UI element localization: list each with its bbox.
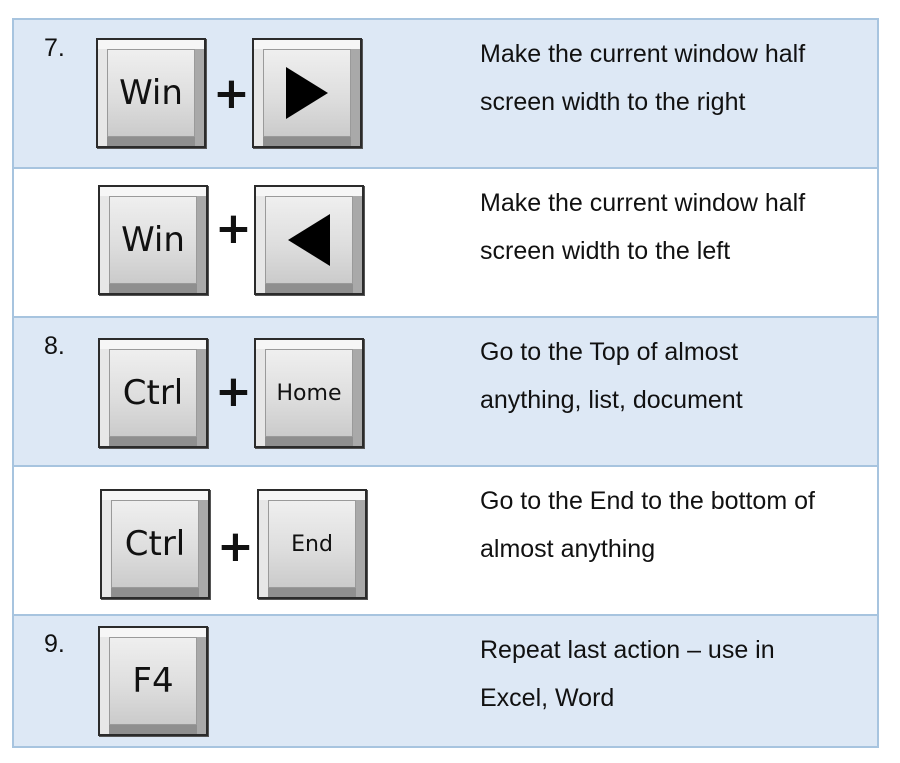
- shortcut-row-ctrl-end: Ctrl + End Go to the End to the bottom o…: [14, 467, 877, 616]
- description-line: Go to the End to the bottom of: [480, 487, 815, 515]
- key-label: Ctrl: [111, 500, 199, 588]
- right-arrow-icon: [286, 67, 328, 119]
- key-label: Win: [109, 196, 197, 284]
- shortcut-description: Make the current window half screen widt…: [480, 179, 870, 275]
- item-number: 9.: [44, 630, 65, 658]
- end-key: End: [257, 489, 367, 599]
- key-label: Ctrl: [109, 349, 197, 437]
- shortcut-description: Go to the Top of almost anything, list, …: [480, 328, 870, 424]
- item-number: 8.: [44, 332, 65, 360]
- description-line: screen width to the right: [480, 88, 746, 116]
- description-line: almost anything: [480, 535, 656, 563]
- left-arrow-icon: [288, 214, 330, 266]
- shortcut-description: Make the current window half screen widt…: [480, 30, 870, 126]
- key-label: End: [268, 500, 356, 588]
- description-line: anything, list, document: [480, 386, 743, 414]
- item-number: 7.: [44, 34, 65, 62]
- shortcut-row-win-left: Win + Make the current window half scree…: [14, 169, 877, 318]
- shortcut-table: 7. Win + Make the current window half sc…: [12, 18, 879, 748]
- key-label: F4: [109, 637, 197, 725]
- ctrl-key: Ctrl: [98, 338, 208, 448]
- description-line: Excel, Word: [480, 684, 615, 712]
- shortcut-row-ctrl-home: 8. Ctrl + Home Go to the Top of almost a…: [14, 318, 877, 467]
- win-key: Win: [98, 185, 208, 295]
- shortcut-row-f4: 9. F4 Repeat last action – use in Excel,…: [14, 616, 877, 746]
- description-line: screen width to the left: [480, 237, 731, 265]
- plus-sign: +: [215, 203, 252, 254]
- shortcut-row-win-right: 7. Win + Make the current window half sc…: [14, 20, 877, 169]
- plus-sign: +: [217, 521, 254, 572]
- win-key: Win: [96, 38, 206, 148]
- description-line: Make the current window half: [480, 189, 806, 217]
- plus-sign: +: [215, 366, 252, 417]
- ctrl-key: Ctrl: [100, 489, 210, 599]
- description-line: Go to the Top of almost: [480, 338, 739, 366]
- shortcut-description: Repeat last action – use in Excel, Word: [480, 626, 870, 722]
- key-label: Win: [107, 49, 195, 137]
- key-label: Home: [265, 349, 353, 437]
- right-arrow-key: [252, 38, 362, 148]
- description-line: Make the current window half: [480, 40, 806, 68]
- shortcut-description: Go to the End to the bottom of almost an…: [480, 477, 870, 573]
- left-arrow-key: [254, 185, 364, 295]
- plus-sign: +: [213, 68, 250, 119]
- home-key: Home: [254, 338, 364, 448]
- description-line: Repeat last action – use in: [480, 636, 775, 664]
- f4-key: F4: [98, 626, 208, 736]
